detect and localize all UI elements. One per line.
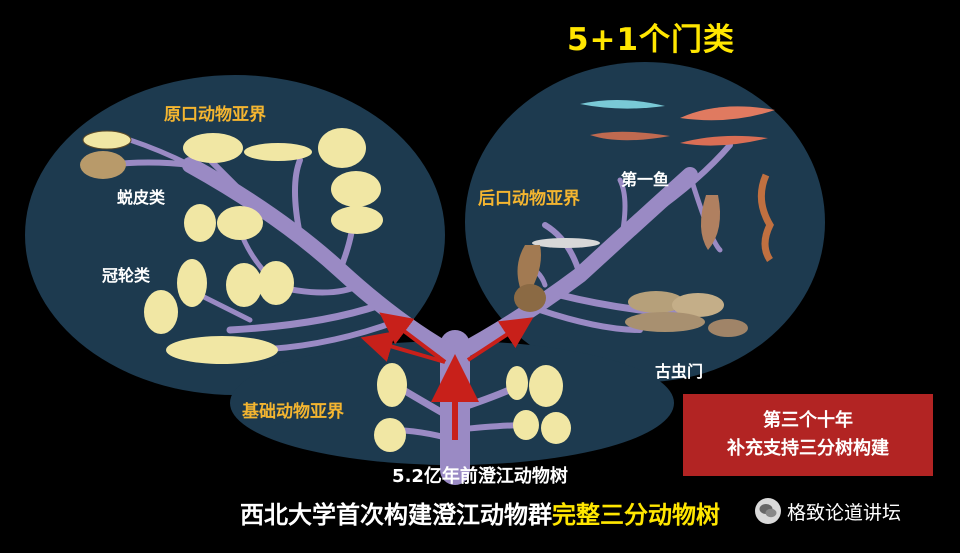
first-fish-label: 第一鱼 bbox=[621, 170, 670, 189]
lophotrochozoa-label: 冠轮类 bbox=[102, 266, 151, 285]
watermark: 格致论道讲坛 bbox=[755, 496, 901, 526]
bottom-title: 西北大学首次构建澄江动物群完整三分动物树 bbox=[150, 495, 810, 530]
bottom-title-highlight: 完整三分动物树 bbox=[552, 501, 720, 529]
growth-arrows bbox=[360, 312, 534, 440]
callout-line-2: 补充支持三分树构建 bbox=[727, 438, 889, 459]
vetulicolia-label: 古虫门 bbox=[655, 362, 704, 381]
page-title: 5+1个门类 bbox=[566, 22, 736, 58]
callout-line-1: 第三个十年 bbox=[763, 410, 853, 431]
ecdysozoa-label: 蜕皮类 bbox=[117, 188, 166, 207]
protostome-label: 原口动物亚界 bbox=[164, 105, 266, 125]
wechat-icon bbox=[755, 498, 781, 524]
bottom-title-plain: 西北大学首次构建澄江动物群 bbox=[240, 501, 552, 529]
tree-caption: 5.2亿年前澄江动物树 bbox=[392, 466, 568, 487]
callout-box: 第三个十年 补充支持三分树构建 bbox=[683, 394, 933, 476]
deuterostome-label: 后口动物亚界 bbox=[478, 189, 580, 209]
watermark-text: 格致论道讲坛 bbox=[787, 501, 902, 524]
fossil-illustrations bbox=[80, 99, 775, 452]
basal-label: 基础动物亚界 bbox=[242, 402, 344, 422]
